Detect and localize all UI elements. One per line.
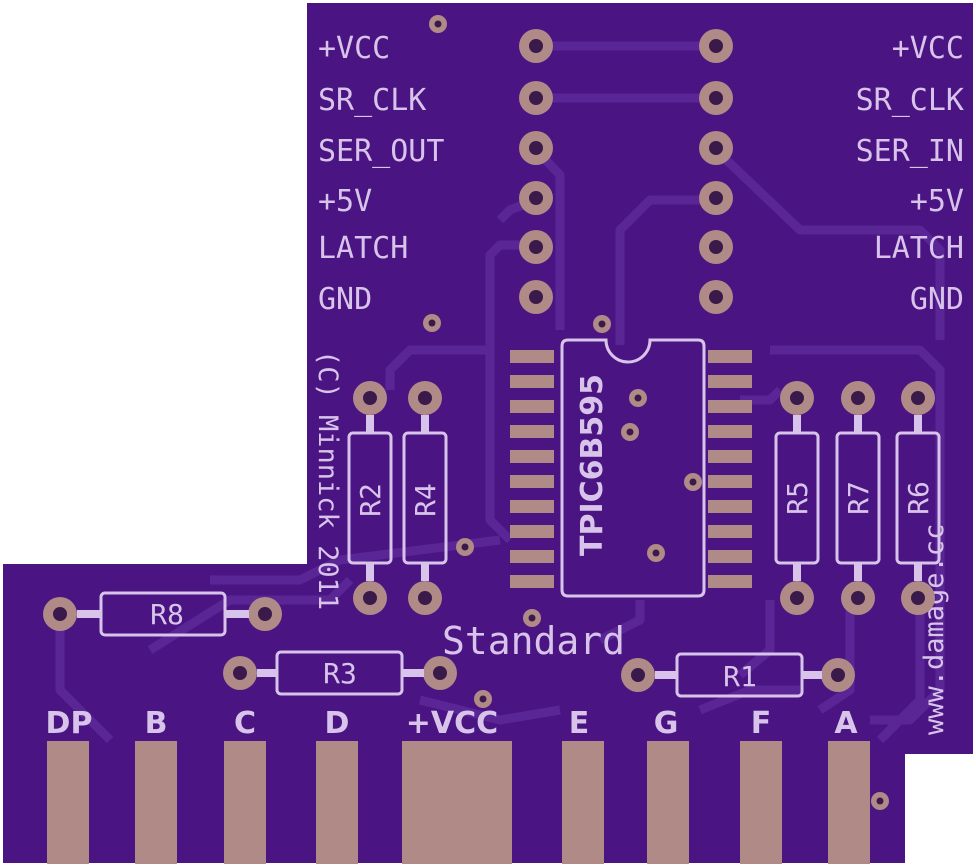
ic-label: TPIC6B595 bbox=[575, 374, 610, 556]
resistor-label: R5 bbox=[781, 481, 814, 515]
segment-label: C bbox=[234, 706, 256, 741]
edge-pad-d bbox=[316, 741, 358, 864]
header-left-label: SR_CLK bbox=[318, 83, 426, 118]
resistor-label: R7 bbox=[842, 481, 875, 515]
header-right-label: +VCC bbox=[892, 31, 964, 66]
resistor-label: R4 bbox=[409, 483, 442, 517]
edge-connector-labels: DP B C D +VCC E G F A bbox=[46, 706, 859, 741]
edge-connector bbox=[47, 741, 870, 864]
header-left-label: SER_OUT bbox=[318, 134, 444, 169]
variant-label: Standard bbox=[442, 619, 625, 663]
resistor-r7: R7 bbox=[835, 381, 881, 615]
header-pins bbox=[519, 29, 733, 314]
segment-label: D bbox=[325, 706, 350, 741]
ic-chip: TPIC6B595 bbox=[510, 338, 752, 598]
edge-pad-f bbox=[740, 741, 782, 864]
resistor-r8: R8 bbox=[43, 591, 282, 637]
header-left-label: LATCH bbox=[318, 231, 408, 266]
edge-pad-e bbox=[562, 741, 604, 864]
header-left-label: +5V bbox=[318, 184, 372, 219]
copyright-text: (C) Minnick 2011 bbox=[312, 350, 343, 610]
segment-label: +VCC bbox=[406, 706, 498, 741]
resistor-r4: R4 bbox=[402, 381, 448, 615]
resistor-r1: R1 bbox=[621, 652, 855, 698]
segment-label: F bbox=[751, 706, 772, 741]
header-right-label: GND bbox=[910, 282, 964, 317]
ic-right-pads bbox=[708, 350, 752, 588]
edge-pad-vcc bbox=[402, 741, 512, 864]
resistor-r3: R3 bbox=[223, 650, 457, 696]
resistor-label: R2 bbox=[354, 483, 387, 517]
edge-pad-g bbox=[647, 741, 689, 864]
segment-label: E bbox=[569, 706, 590, 741]
edge-pad-dp bbox=[47, 741, 89, 864]
segment-label: B bbox=[145, 706, 168, 741]
header-left-label: +VCC bbox=[318, 31, 390, 66]
edge-pad-b bbox=[135, 741, 177, 864]
segment-label: A bbox=[834, 706, 858, 741]
header-right-label: LATCH bbox=[874, 231, 964, 266]
resistor-label: R3 bbox=[323, 657, 357, 690]
resistor-label: R8 bbox=[150, 598, 184, 631]
copper-traces bbox=[55, 41, 945, 744]
ic-outline bbox=[560, 338, 706, 598]
edge-pad-a bbox=[828, 741, 870, 864]
header-right-label: +5V bbox=[910, 184, 964, 219]
header-right-labels: +VCC SR_CLK SER_IN +5V LATCH GND bbox=[856, 31, 964, 317]
header-left-label: GND bbox=[318, 282, 372, 317]
segment-label: DP bbox=[46, 706, 93, 741]
resistor-r5: R5 bbox=[774, 381, 820, 615]
ic-left-pads bbox=[510, 350, 554, 588]
resistor-label: R6 bbox=[902, 481, 935, 515]
resistor-label: R1 bbox=[723, 660, 757, 693]
header-right-label: SR_CLK bbox=[856, 83, 964, 118]
resistor-r2: R2 bbox=[347, 381, 393, 615]
header-left-labels: +VCC SR_CLK SER_OUT +5V LATCH GND bbox=[318, 31, 444, 317]
header-right-label: SER_IN bbox=[856, 134, 964, 169]
resistor-r6: R6 bbox=[895, 381, 941, 615]
vias bbox=[423, 15, 889, 810]
website-text: www.damage.cc bbox=[919, 524, 950, 735]
segment-label: G bbox=[654, 706, 679, 741]
edge-pad-c bbox=[224, 741, 266, 864]
